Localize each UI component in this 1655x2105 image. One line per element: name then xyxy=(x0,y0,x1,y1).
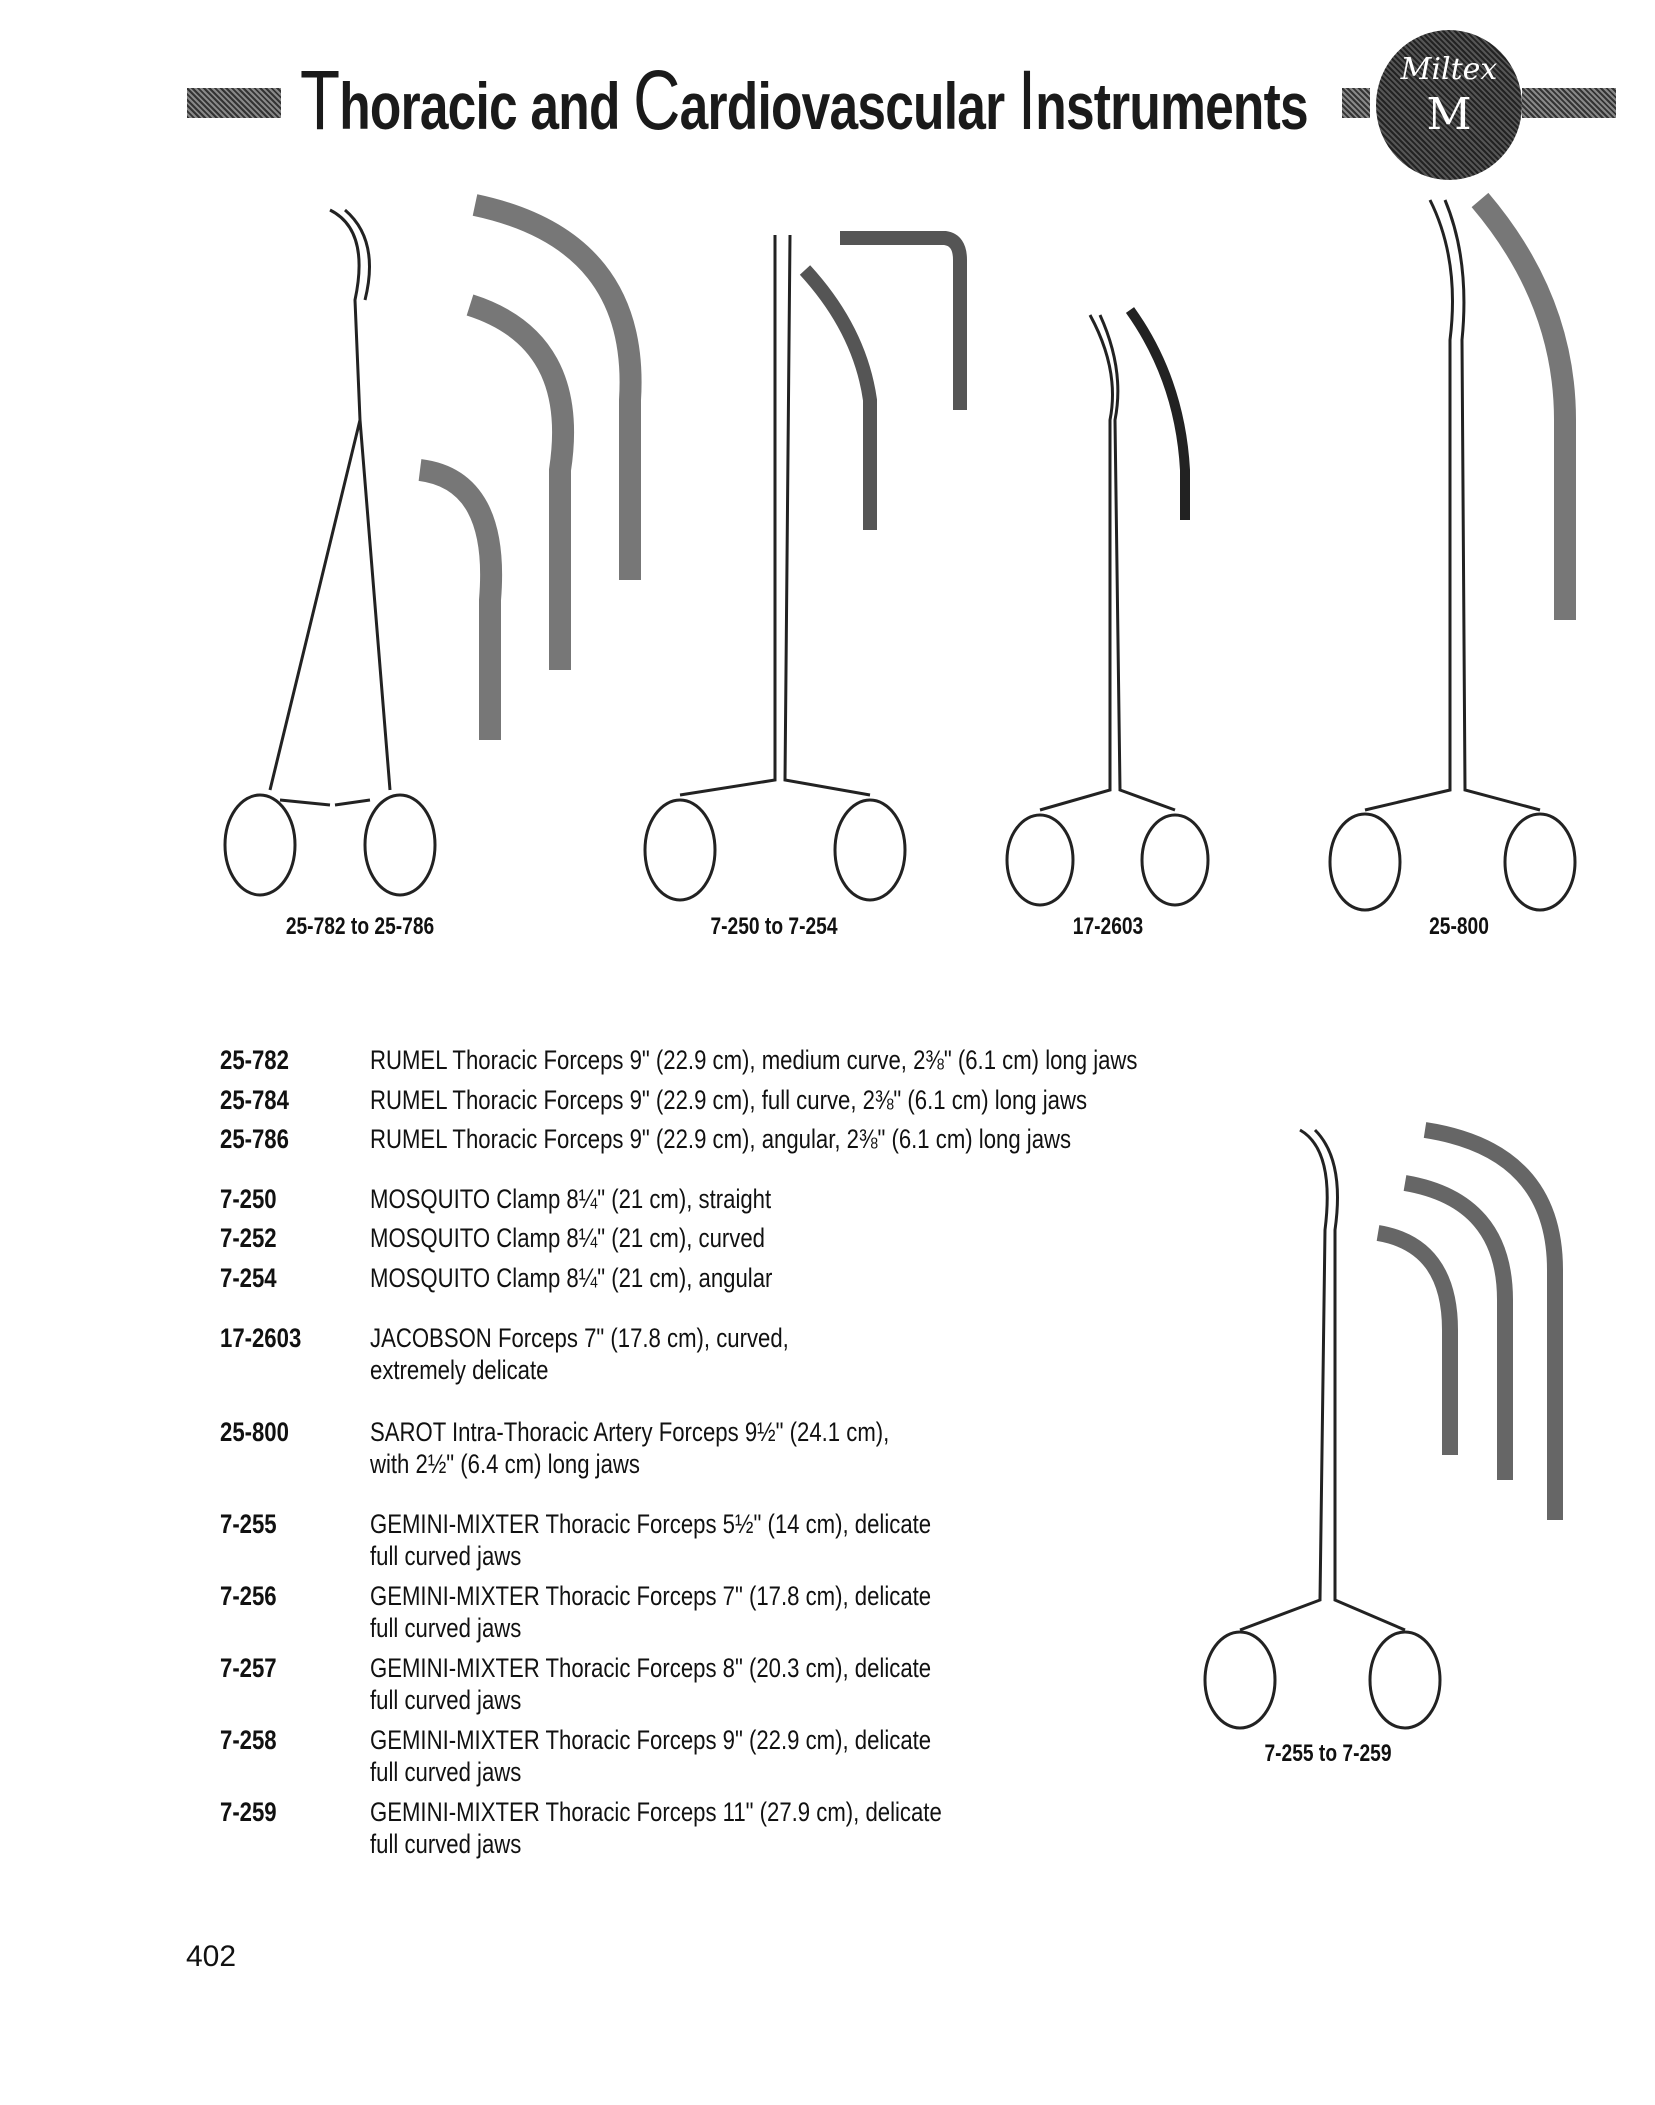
product-code: 7-259 xyxy=(220,1797,277,1827)
product-description: MOSQUITO Clamp 8¼" (21 cm), straight xyxy=(370,1184,772,1214)
product-description: RUMEL Thoracic Forceps 9" (22.9 cm), ful… xyxy=(370,1085,1088,1115)
product-description: full curved jaws xyxy=(370,1829,522,1859)
product-description: GEMINI-MIXTER Thoracic Forceps 7" (17.8 … xyxy=(370,1581,932,1611)
sarot-forceps-illustration xyxy=(1328,192,1577,912)
product-code: 7-250 xyxy=(220,1184,277,1214)
figure-label: 25-800 xyxy=(1429,913,1489,940)
product-description: RUMEL Thoracic Forceps 9" (22.9 cm), med… xyxy=(370,1045,1138,1075)
miltex-logo: Miltex M xyxy=(1376,30,1522,180)
header-decor-block-right xyxy=(1522,88,1616,118)
product-description: with 2½" (6.4 cm) long jaws xyxy=(370,1449,640,1479)
product-description: MOSQUITO Clamp 8¼" (21 cm), curved xyxy=(370,1223,765,1253)
product-code: 17-2603 xyxy=(220,1323,302,1353)
product-description: RUMEL Thoracic Forceps 9" (22.9 cm), ang… xyxy=(370,1124,1072,1154)
rumel-forceps-illustration xyxy=(223,194,642,897)
title-cap: T xyxy=(300,53,340,147)
figure-label: 7-250 to 7-254 xyxy=(710,913,838,940)
page-number: 402 xyxy=(186,1940,237,1973)
product-code: 7-258 xyxy=(220,1725,277,1755)
gemini-mixter-forceps-illustration xyxy=(1203,1122,1563,1730)
product-code: 25-784 xyxy=(220,1085,289,1115)
header-decor-block-mid xyxy=(1342,88,1370,118)
product-description: full curved jaws xyxy=(370,1685,522,1715)
product-code: 7-255 xyxy=(220,1509,277,1539)
product-code: 7-252 xyxy=(220,1223,277,1253)
figure-label: 25-782 to 25-786 xyxy=(285,913,435,940)
page-title: Thoracic and Cardiovascular Instruments xyxy=(300,52,1309,149)
mosquito-clamp-illustration xyxy=(643,231,967,902)
product-description: GEMINI-MIXTER Thoracic Forceps 9" (22.9 … xyxy=(370,1725,932,1755)
product-description: GEMINI-MIXTER Thoracic Forceps 8" (20.3 … xyxy=(370,1653,932,1683)
product-description: GEMINI-MIXTER Thoracic Forceps 11" (27.9… xyxy=(370,1797,942,1827)
title-text: horacic and xyxy=(339,69,634,143)
figure-label: 17-2603 xyxy=(1072,913,1144,940)
product-code: 25-782 xyxy=(220,1045,289,1075)
product-description: MOSQUITO Clamp 8¼" (21 cm), angular xyxy=(370,1263,773,1293)
product-description: SAROT Intra-Thoracic Artery Forceps 9½" … xyxy=(370,1417,890,1447)
logo-script: Miltex xyxy=(1400,52,1498,87)
product-code: 25-786 xyxy=(220,1124,289,1154)
title-text: nstruments xyxy=(1035,69,1308,143)
product-code: 7-254 xyxy=(220,1263,277,1293)
product-description: full curved jaws xyxy=(370,1757,522,1787)
product-description: full curved jaws xyxy=(370,1541,522,1571)
title-cap: C xyxy=(633,53,680,147)
product-description: JACOBSON Forceps 7" (17.8 cm), curved, xyxy=(370,1323,789,1353)
figure-label: 7-255 to 7-259 xyxy=(1264,1740,1392,1767)
product-code: 7-256 xyxy=(220,1581,277,1611)
product-code: 7-257 xyxy=(220,1653,277,1683)
title-cap: I xyxy=(1017,53,1036,147)
jacobson-forceps-illustration xyxy=(1005,307,1210,907)
header-decor-block-left xyxy=(187,88,281,118)
logo-letter: M xyxy=(1426,89,1472,140)
title-text: ardiovascular xyxy=(679,69,1018,143)
product-description: extremely delicate xyxy=(370,1355,549,1385)
product-description: GEMINI-MIXTER Thoracic Forceps 5½" (14 c… xyxy=(370,1509,932,1539)
product-description: full curved jaws xyxy=(370,1613,522,1643)
product-code: 25-800 xyxy=(220,1417,289,1447)
